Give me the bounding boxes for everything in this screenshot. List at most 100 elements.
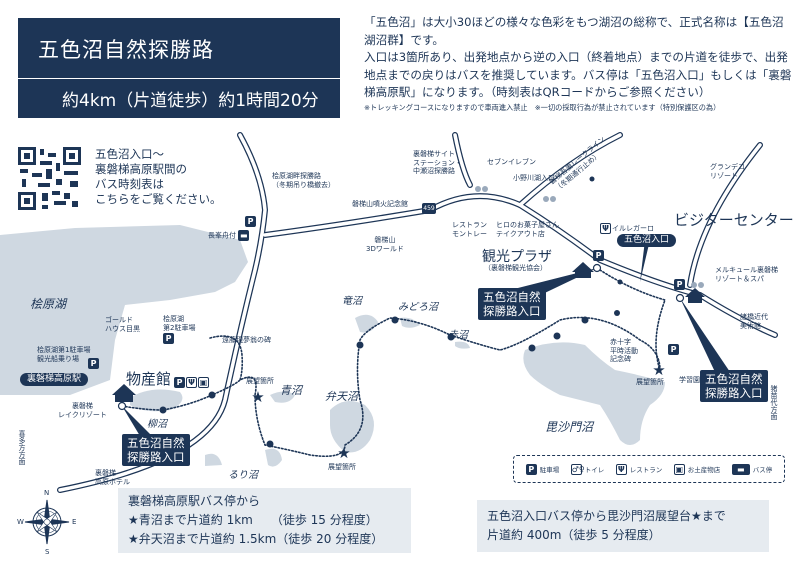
parking-icon: P xyxy=(174,377,185,388)
trail-route xyxy=(121,316,661,458)
text: 探勝路入口 xyxy=(483,304,541,318)
label-plaza-sub: （裏磐梯観光協会） xyxy=(484,264,547,272)
qr-code[interactable] xyxy=(18,147,81,210)
parking-icon: P xyxy=(88,358,99,369)
label-nagamine: 長峯舟付 ▬ xyxy=(208,230,250,241)
qr-caption-line: バス時刻表は xyxy=(95,177,164,191)
info-box-goshikinuma: 五色沼入口バス停から毘沙門沼展望台★まで 片道約 400m（徒歩 5 分程度） xyxy=(477,500,769,552)
text: リゾート＆スパ xyxy=(715,274,764,283)
label-inawashiro: 猪苗代方面 xyxy=(770,385,778,420)
shop-icon: ▣ xyxy=(673,463,685,475)
intro-text: 「五色沼」は大小30ほどの様々な色彩をもつ湖沼の総称で、正式名称は【五色沼湖沼群… xyxy=(364,14,794,114)
text: グランデコ xyxy=(710,163,745,171)
text: 長峯舟付 xyxy=(208,231,236,240)
pointer-visitor xyxy=(680,298,730,372)
label-tatsunuma: 竜沼 xyxy=(342,296,362,307)
label-funka-museum: 磐梯山噴火記念館 xyxy=(352,200,408,208)
compass-n: N xyxy=(44,489,50,497)
text: 諸橋近代 xyxy=(740,313,768,321)
text: 探勝路入口 xyxy=(127,450,185,464)
qr-caption-line: 裏磐梯高原駅間の xyxy=(95,162,187,176)
lake-bishamon xyxy=(523,342,665,445)
label-midoro: みどろ沼 xyxy=(398,302,438,313)
text: 美術館 xyxy=(740,321,761,330)
label-kitakata: 喜多方方面 xyxy=(18,430,26,465)
page-subtitle: 約4km（片道徒歩）約1時間20分 xyxy=(62,91,319,111)
info-box-station: 裏磐梯高原駅バス停から ★青沼まで片道約 1km （徒歩 15 分程度） ★弁天… xyxy=(118,488,411,553)
label-bishamon: 毘沙門沼 xyxy=(545,420,594,434)
label-viewpoint: 展望箇所 xyxy=(636,378,664,386)
text: ステーション・ xyxy=(413,158,462,167)
label-gold-house: ゴールドハウス目黒 xyxy=(105,316,140,333)
text: （冬期吊り橋撤去） xyxy=(272,180,335,189)
label-viewpoint: 展望箇所 xyxy=(246,377,274,385)
title-panel: 五色沼自然探勝路 約4km（片道徒歩）約1時間20分 xyxy=(18,18,340,118)
text: メルキュール裏磐梯 xyxy=(715,266,778,274)
restaurant-icon: Ψ xyxy=(600,223,611,234)
label-grandeco: グランデコリゾート xyxy=(710,163,745,180)
bus-icon: ▬ xyxy=(731,463,750,475)
bus-icon: ▬ xyxy=(238,230,250,241)
star-benten: ★ xyxy=(337,444,350,462)
compass-w: W xyxy=(17,518,24,526)
text: 中瀬沼探勝路 xyxy=(413,167,455,175)
text: 裏磐梯サイト xyxy=(413,150,455,158)
toilet-icon: ♂♀ xyxy=(570,463,585,475)
intro-line: 入口は3箇所あり、出発地点から逆の入口（終着地点）までの片道を徒歩で、出発地点ま… xyxy=(364,50,792,99)
label-endo-monument: 遠藤現夢翁の碑 xyxy=(222,336,271,344)
text: 磐梯山 xyxy=(374,236,396,244)
text: 五色沼自然 xyxy=(127,436,185,450)
label-akanuma: 赤沼 xyxy=(448,330,468,341)
compass-e: E xyxy=(72,518,77,526)
page-title: 五色沼自然探勝路 xyxy=(38,38,214,62)
text: 桧原湖 xyxy=(163,315,184,323)
shop-icon: ▣ xyxy=(198,377,209,388)
route-459-sign: 459 xyxy=(422,203,436,214)
parking-icon: P xyxy=(674,279,685,290)
text: 桧原湖第1駐車場 xyxy=(37,346,91,354)
trail-branch xyxy=(209,335,244,381)
text: お土産物店 xyxy=(687,466,721,474)
parking-icon: P xyxy=(245,216,256,227)
parking-icon: P xyxy=(525,463,537,475)
lake-hibara xyxy=(0,225,248,395)
label-onogawa: 小野川湖入口 xyxy=(513,174,555,182)
pointer-yanagi xyxy=(122,406,152,436)
label-benten: 弁天沼 xyxy=(325,390,358,403)
label-mercure: メルキュール裏磐梯リゾート＆スパ xyxy=(715,266,778,283)
qr-caption-line: こちらをご覧ください。 xyxy=(95,192,222,206)
label-seven-eleven: セブンイレブン xyxy=(487,158,536,166)
lake-yanagi xyxy=(130,389,183,412)
label-tourist-plaza: 観光プラザ xyxy=(482,249,552,265)
text: 五色沼自然 xyxy=(483,290,541,304)
bus-stop-goshikinuma: 五色沼入口 xyxy=(617,234,677,247)
text: 駐車場 xyxy=(539,466,560,474)
text: 記念碑 xyxy=(610,355,631,363)
text: 桧原湖畔探勝路 xyxy=(272,172,321,180)
text: 高原ホテル xyxy=(95,477,130,486)
title-divider xyxy=(18,78,340,79)
text: 片道約 400m（徒歩 5 分程度） xyxy=(487,528,661,542)
label-hotel: 裏磐梯高原ホテル xyxy=(95,469,130,486)
text: リゾート xyxy=(710,171,738,180)
restaurant-icon: Ψ xyxy=(615,463,627,475)
label-parking2: 桧原湖第2駐車場 xyxy=(163,315,195,332)
restaurant-icon: Ψ xyxy=(186,377,197,388)
label-hibara-trail: 桧原湖畔探勝路（冬期吊り橋撤去） xyxy=(272,172,335,189)
parking-icon: P xyxy=(163,333,174,344)
text: 赤十字 xyxy=(610,338,631,346)
intro-note: ※トレッキングコースになりますので車両進入禁止 ※一切の採取行為が禁止されていま… xyxy=(364,102,721,112)
label-hibara-lake: 桧原湖 xyxy=(30,297,67,311)
entrance-box-visitor: 五色沼自然探勝路入口 xyxy=(700,370,768,402)
text: トイレ xyxy=(584,466,605,474)
parking-icon: P xyxy=(593,250,604,261)
home-visitor xyxy=(685,288,705,303)
intro-line: 「五色沼」は大小30ほどの様々な色彩をもつ湖沼の総称で、正式名称は【五色沼湖沼群… xyxy=(364,15,784,47)
text: ハウス目黒 xyxy=(105,324,140,333)
entrance-box-yanagi: 五色沼自然探勝路入口 xyxy=(122,434,190,466)
lake-aonuma xyxy=(270,391,295,403)
lake-akanuma xyxy=(455,341,470,349)
